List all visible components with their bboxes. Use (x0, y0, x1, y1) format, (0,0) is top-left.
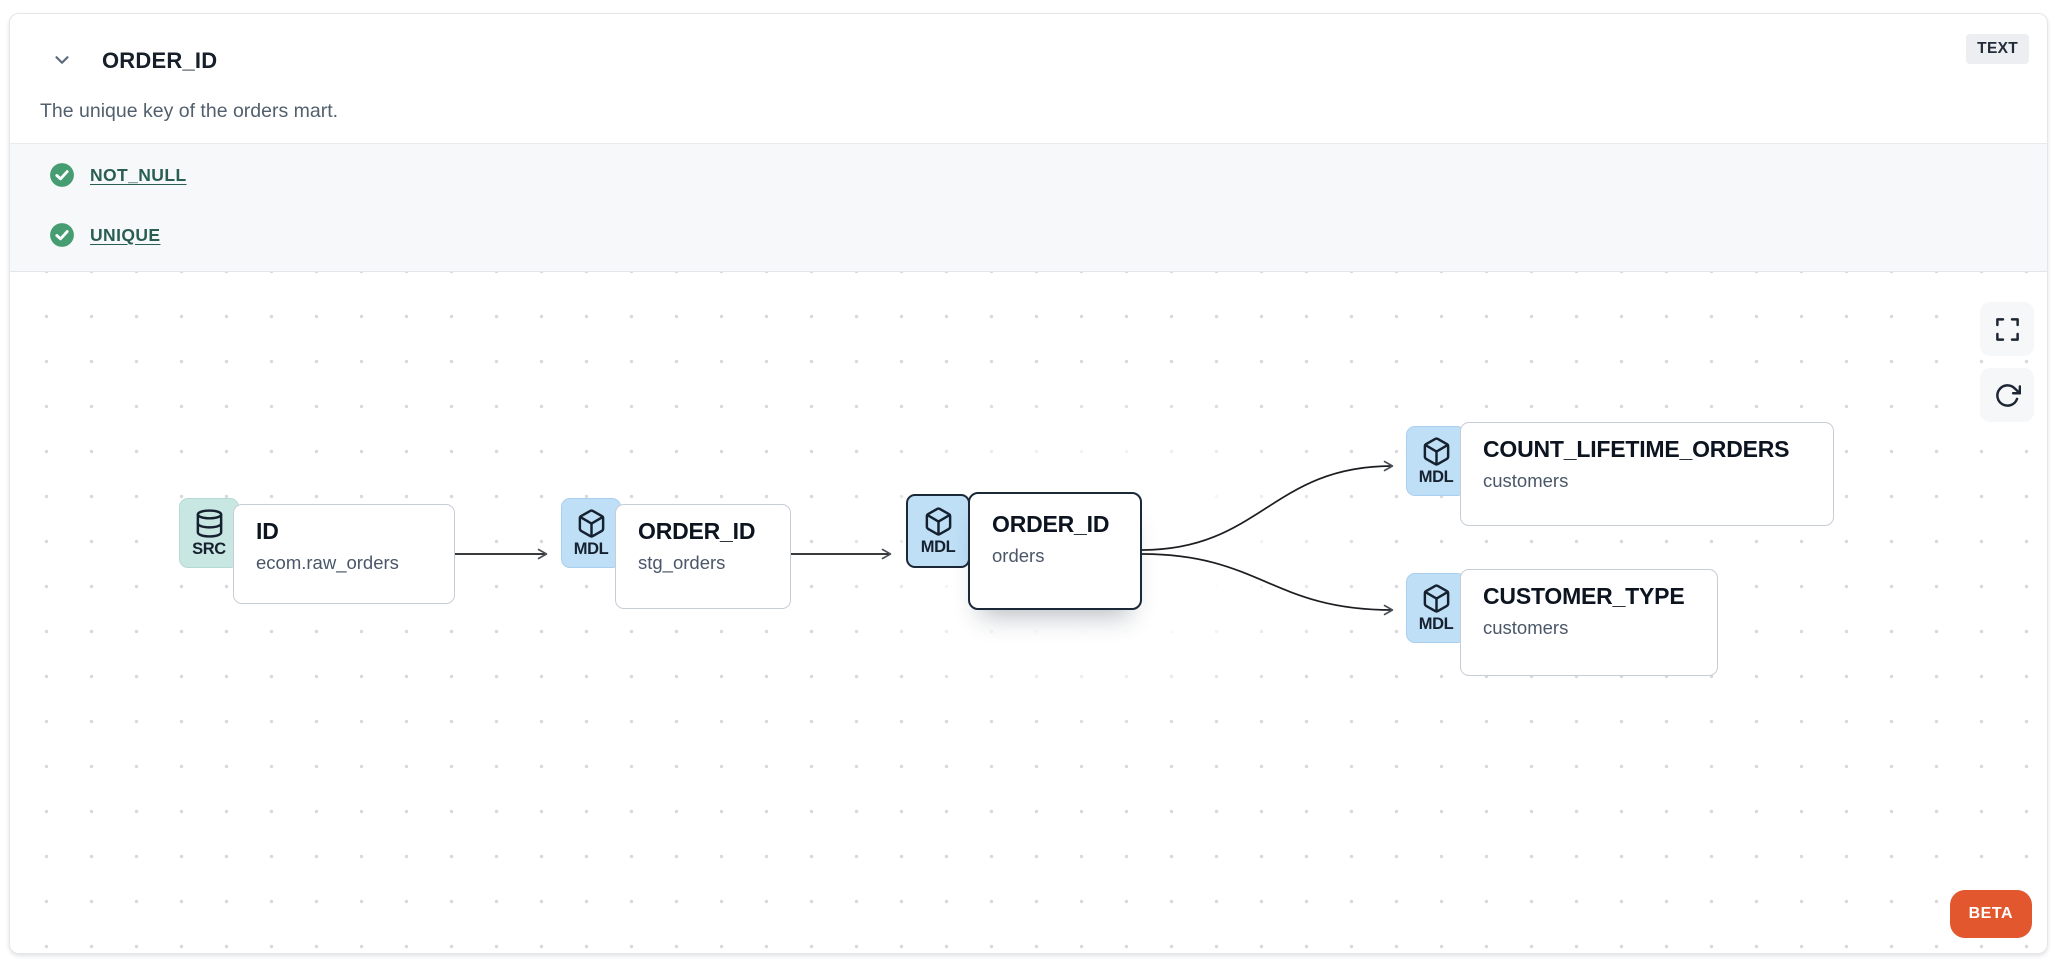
check-circle-icon (50, 163, 74, 187)
test-row: NOT_NULL (49, 158, 2047, 192)
box-icon (1423, 436, 1449, 466)
node-subtitle: customers (1483, 470, 1569, 491)
node-badge-label: MDL (1418, 467, 1454, 486)
column-description: The unique key of the orders mart. (40, 100, 339, 122)
refresh-icon (1995, 383, 2021, 407)
test-link-not-null[interactable]: NOT_NULL (90, 164, 187, 185)
column-title: ORDER_ID (102, 48, 218, 73)
column-type-badge: TEXT (1966, 34, 2029, 64)
test-link-unique[interactable]: UNIQUE (90, 224, 161, 245)
node-title: ORDER_ID (992, 511, 1110, 537)
node-badge-label: SRC (192, 539, 226, 558)
box-icon (578, 508, 604, 538)
node-card: COUNT_LIFETIME_ORDERS customers (1460, 422, 1834, 526)
node-badge-label: MDL (1418, 614, 1454, 633)
node-subtitle: orders (992, 545, 1045, 566)
node-card: ORDER_ID orders (968, 492, 1142, 610)
node-title: COUNT_LIFETIME_ORDERS (1483, 436, 1790, 462)
node-title: ORDER_ID (638, 518, 756, 544)
node-type-badge: MDL (1406, 573, 1466, 643)
test-row: UNIQUE (49, 218, 2047, 252)
node-card: ORDER_ID stg_orders (615, 504, 791, 609)
box-icon (925, 506, 951, 536)
node-type-badge: MDL (906, 494, 970, 568)
refresh-button[interactable] (1980, 368, 2034, 422)
node-subtitle: ecom.raw_orders (256, 552, 399, 573)
chevron-down-icon (55, 56, 69, 64)
lineage-edges (455, 460, 1394, 616)
node-type-badge: MDL (1406, 426, 1466, 496)
node-badge-label: MDL (573, 539, 609, 558)
node-title: CUSTOMER_TYPE (1483, 583, 1685, 609)
node-badge-label: MDL (920, 537, 956, 556)
node-type-badge: MDL (561, 498, 621, 568)
collapse-button[interactable] (46, 44, 78, 76)
node-card: CUSTOMER_TYPE customers (1460, 569, 1718, 676)
node-subtitle: customers (1483, 617, 1569, 638)
fullscreen-icon (1995, 317, 2019, 341)
box-icon (1423, 583, 1449, 613)
column-header: ORDER_ID TEXT The unique key of the orde… (10, 14, 2047, 143)
node-card: ID ecom.raw_orders (233, 504, 455, 604)
check-circle-icon (50, 223, 74, 247)
lineage-canvas[interactable]: SRC ID ecom.raw_orders MDL ORDER_ID stg_… (10, 272, 2047, 953)
column-details-panel: ORDER_ID TEXT The unique key of the orde… (9, 13, 2048, 954)
node-title: ID (256, 518, 279, 544)
node-type-badge: SRC (179, 498, 239, 568)
tests-section: NOT_NULL UNIQUE (10, 143, 2047, 272)
beta-badge: BETA (1949, 890, 2032, 938)
node-subtitle: stg_orders (638, 552, 726, 573)
database-icon (196, 508, 222, 538)
fullscreen-button[interactable] (1980, 302, 2034, 356)
